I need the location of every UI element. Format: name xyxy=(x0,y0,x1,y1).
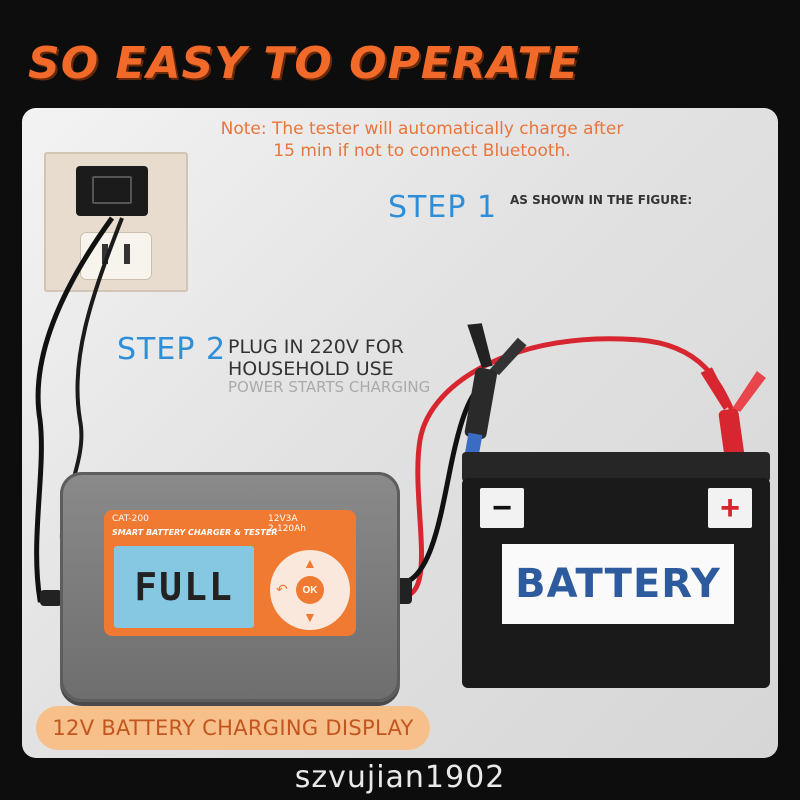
step-2-line-1: PLUG IN 220V FOR xyxy=(228,336,405,358)
control-pad: ▲ ▼ ↶ OK xyxy=(270,550,350,630)
charger-faceplate: CAT-200 SMART BATTERY CHARGER & TESTER 1… xyxy=(104,510,356,636)
step-1-description: AS SHOWN IN THE FIGURE: xyxy=(510,193,693,207)
watermark: szvujian1902 xyxy=(294,760,506,795)
battery-label-text: BATTERY xyxy=(515,561,721,607)
headline: SO EASY TO OPERATE xyxy=(28,38,580,89)
model-label: CAT-200 xyxy=(112,514,149,524)
battery-charger: CAT-200 SMART BATTERY CHARGER & TESTER 1… xyxy=(60,472,400,702)
step-2-label: STEP 2 xyxy=(117,332,227,367)
car-battery: − + BATTERY xyxy=(462,452,770,688)
caption-text: 12V BATTERY CHARGING DISPLAY xyxy=(52,716,414,740)
battery-label: BATTERY xyxy=(502,544,734,624)
step-2-subtext: POWER STARTS CHARGING xyxy=(228,378,431,396)
lcd-status-text: FULL xyxy=(134,565,234,609)
battery-top xyxy=(462,452,770,482)
power-cord xyxy=(34,216,115,603)
negative-terminal-icon: − xyxy=(480,488,524,528)
lcd-display: FULL xyxy=(114,546,254,628)
charger-title: SMART BATTERY CHARGER & TESTER xyxy=(112,528,278,537)
plug-face xyxy=(92,176,132,204)
ok-button: OK xyxy=(296,576,324,604)
cable-stub xyxy=(396,578,412,604)
cable-stub xyxy=(40,590,62,606)
red-cable xyxy=(399,336,739,599)
caption-pill: 12V BATTERY CHARGING DISPLAY xyxy=(36,706,430,750)
socket-slot xyxy=(124,244,130,264)
step-2-description: PLUG IN 220V FOR HOUSEHOLD USE xyxy=(228,336,404,380)
back-arrow-icon: ↶ xyxy=(276,581,288,597)
step-2-line-2: HOUSEHOLD USE xyxy=(228,358,394,380)
positive-terminal-icon: + xyxy=(708,488,752,528)
note-line-1: Note: The tester will automatically char… xyxy=(220,119,624,139)
note: Note: The tester will automatically char… xyxy=(182,118,662,162)
charger-specs: 12V3A 2-120Ah xyxy=(268,514,306,534)
power-plug xyxy=(76,166,148,216)
socket-slot xyxy=(102,244,108,264)
step-1-label: STEP 1 xyxy=(388,190,498,225)
outlet-socket xyxy=(80,232,152,280)
up-arrow-icon: ▲ xyxy=(303,555,317,571)
note-line-2: 15 min if not to connect Bluetooth. xyxy=(273,141,571,161)
down-arrow-icon: ▼ xyxy=(303,609,317,625)
spec-capacity: 2-120Ah xyxy=(268,524,307,534)
black-clamp xyxy=(464,323,527,457)
spec-current: 12V3A xyxy=(268,514,298,524)
